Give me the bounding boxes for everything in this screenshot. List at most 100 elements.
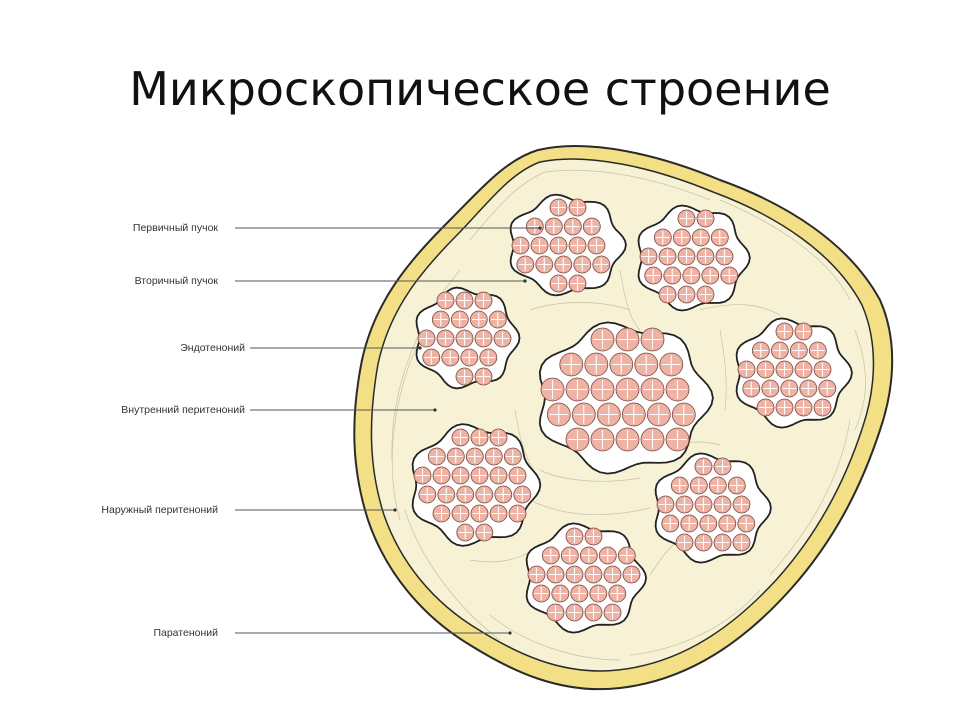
fibril-partition [505,449,520,464]
fibril-partition [591,586,606,601]
fibril-partition [476,369,491,384]
fibril-partition [491,430,506,445]
fibril-partition [668,430,687,449]
fibril-partition [476,331,491,346]
fibril-partition [599,405,618,424]
fibril-partition [777,324,792,339]
fibril-partition [419,331,434,346]
fibril-partition [543,380,562,399]
fibril-partition [674,405,693,424]
fibril-partition [472,430,487,445]
fibril-partition [796,324,811,339]
fibril-partition [791,343,806,358]
fibril-partition [758,400,773,415]
fibril-partition [438,293,453,308]
secondary-bundle [411,423,542,547]
fibril-partition [722,268,737,283]
secondary-bundle [525,522,648,634]
fibril-partition [677,497,692,512]
fibril-partition [677,535,692,550]
fibril-partition [815,400,830,415]
secondary-bundle [654,452,772,564]
fibril-partition [572,586,587,601]
fibril-partition [510,468,525,483]
fibril-partition [458,525,473,540]
fibril-partition [453,506,468,521]
fibril-partition [772,343,787,358]
fibril-partition [467,449,482,464]
fibril-partition [679,211,694,226]
fibril-partition [646,268,661,283]
fibril-partition [662,355,681,374]
fibril-partition [641,249,656,264]
secondary-bundle [637,204,751,312]
fibril-partition [453,468,468,483]
fibril-partition [594,257,609,272]
fibril-partition [570,200,585,215]
fibril-partition [618,430,637,449]
fibril-partition [612,355,631,374]
fibril-partition [471,312,486,327]
fibril-partition [739,362,754,377]
fibril-partition [567,567,582,582]
fibril-partition [458,487,473,502]
fibril-partition [637,355,656,374]
fibril-partition [698,249,713,264]
fibril-partition [518,257,533,272]
fibril-partition [593,380,612,399]
fibril-partition [734,535,749,550]
fibril-partition [527,219,542,234]
fibril-partition [715,535,730,550]
fibril-partition [515,487,530,502]
fibril-partition [586,529,601,544]
fibril-partition [624,405,643,424]
fibril-partition [439,487,454,502]
secondary-bundle [735,317,853,429]
fibril-partition [715,497,730,512]
fibril-partition [701,516,716,531]
fibril-partition [551,238,566,253]
fibril-partition [510,506,525,521]
fibril-partition [415,468,430,483]
fibril-partition [424,350,439,365]
fibril-partition [643,330,662,349]
fibril-partition [491,506,506,521]
fibril-partition [433,312,448,327]
label-paratenon: Паратеноний [153,627,218,639]
fibril-partition [457,293,472,308]
leader-dots [393,226,542,635]
fibril-partition [513,238,528,253]
fibril-partition [570,238,585,253]
fibril-partition [610,586,625,601]
fibril-partition [434,468,449,483]
fibril-partition [796,400,811,415]
fibril-partition [763,381,778,396]
fibril-partition [491,468,506,483]
fibril-partition [457,369,472,384]
fibril-partition [477,487,492,502]
fibril-partition [568,380,587,399]
fibril-partition [556,257,571,272]
fibril-partition [587,355,606,374]
fibril-partition [551,276,566,291]
fibril-partition [457,331,472,346]
fibril-partition [565,219,580,234]
fiber-texture [391,169,866,661]
fibril-partition [496,487,511,502]
fibril-partition [729,478,744,493]
label-secondary-bundle: Вторичный пучок [135,275,219,287]
fibril-partition [696,535,711,550]
fibril-partition [529,567,544,582]
fibril-partition [562,548,577,563]
fibril-partition [568,430,587,449]
fibril-partition [739,516,754,531]
fibril-partition [643,380,662,399]
fibril-partition [452,312,467,327]
fibril-partition [420,487,435,502]
fibril-partition [665,268,680,283]
fibril-partition [593,330,612,349]
fibril-partition [537,257,552,272]
fibril-partition [453,430,468,445]
fibril-partition [624,567,639,582]
fibril-partition [660,249,675,264]
